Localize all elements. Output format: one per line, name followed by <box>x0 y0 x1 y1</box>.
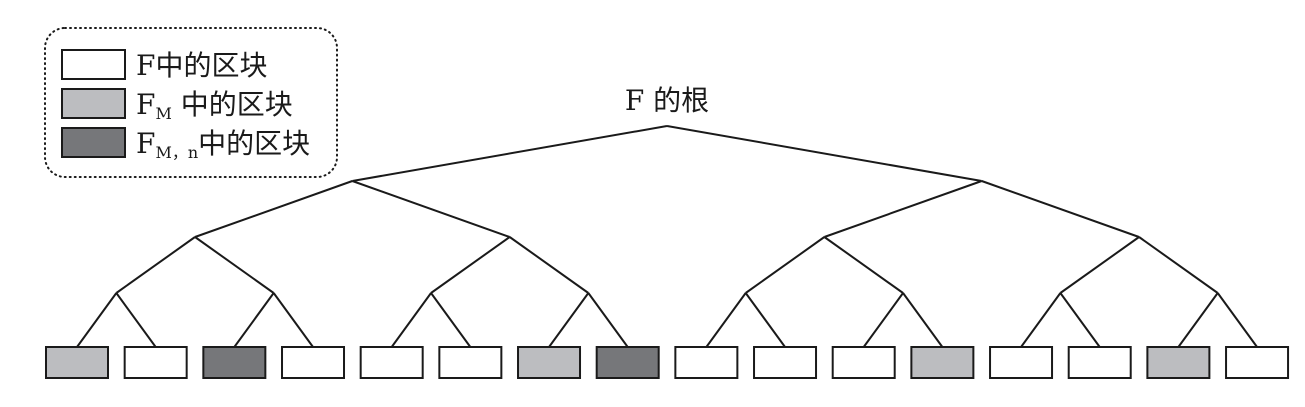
tree-edge-l1-n7-c1 <box>1216 292 1258 348</box>
tree-edge-l1-n6-c0 <box>1020 292 1062 348</box>
tree-edge-l1-n7-c0 <box>1177 292 1219 348</box>
root-label: F 的根 <box>625 84 709 117</box>
tree-edge-l4-n0-c0 <box>352 125 668 182</box>
legend-label-fm: FM 中的区块 <box>136 88 293 123</box>
tree-edge-l2-n0-c1 <box>194 236 275 294</box>
tree-edge-l3-n0-c1 <box>352 180 511 238</box>
tree-edges <box>76 125 1258 348</box>
leaf-block-14 <box>1067 346 1132 379</box>
tree-edge-l2-n3-c0 <box>1059 236 1140 294</box>
tree-leaves <box>45 346 1290 379</box>
tree-edge-l1-n5-c0 <box>862 292 904 348</box>
leaf-block-10 <box>753 346 818 379</box>
tree-edge-l4-n0-c1 <box>666 125 982 182</box>
legend-label-f: F中的区块 <box>136 49 267 82</box>
legend-swatch-f <box>61 49 126 80</box>
leaf-block-11 <box>831 346 896 379</box>
tree-edge-l2-n1-c1 <box>509 236 589 294</box>
tree-edge-l1-n3-c1 <box>587 292 629 348</box>
tree-edge-l2-n1-c0 <box>430 236 511 294</box>
tree-edge-l2-n2-c0 <box>745 236 825 294</box>
legend-swatch-fmn <box>61 127 126 158</box>
leaf-block-12 <box>910 346 975 379</box>
legend-swatch-fm <box>61 88 126 119</box>
leaf-block-6 <box>438 346 503 379</box>
tree-edge-l1-n1-c1 <box>272 292 314 348</box>
leaf-block-16 <box>1225 346 1290 379</box>
tree-edge-l1-n4-c0 <box>705 292 747 348</box>
tree-edge-l2-n3-c1 <box>1138 236 1219 294</box>
leaf-block-3 <box>202 346 267 379</box>
leaf-block-13 <box>989 346 1054 379</box>
tree-edge-l3-n1-c1 <box>981 180 1140 238</box>
tree-edge-l3-n1-c0 <box>824 180 983 238</box>
leaf-block-1 <box>45 346 109 379</box>
tree-edge-l2-n2-c1 <box>823 236 904 294</box>
leaf-block-2 <box>123 346 188 379</box>
legend-label-fmn: FM，n中的区块 <box>136 127 310 162</box>
leaf-block-15 <box>1146 346 1211 379</box>
leaf-block-7 <box>517 346 582 379</box>
tree-edge-l1-n2-c0 <box>390 292 432 348</box>
tree-edge-l1-n5-c1 <box>902 292 944 348</box>
tree-edge-l1-n2-c1 <box>430 292 472 348</box>
legend-frame <box>44 27 338 178</box>
tree-edge-l2-n0-c0 <box>115 236 196 294</box>
tree-edge-l1-n1-c0 <box>233 292 275 348</box>
tree-edge-l1-n4-c1 <box>744 292 786 348</box>
tree-edge-l1-n3-c0 <box>548 292 590 348</box>
tree-edge-l1-n0-c1 <box>115 292 157 348</box>
legend: F中的区块 FM 中的区块 FM，n中的区块 <box>44 27 338 178</box>
leaf-block-4 <box>281 346 346 379</box>
tree-edge-l1-n0-c0 <box>76 292 118 348</box>
leaf-block-5 <box>359 346 424 379</box>
tree-edge-l1-n6-c1 <box>1059 292 1101 348</box>
tree-edge-l3-n0-c0 <box>194 180 353 238</box>
leaf-block-9 <box>674 346 739 379</box>
leaf-block-8 <box>595 346 660 379</box>
